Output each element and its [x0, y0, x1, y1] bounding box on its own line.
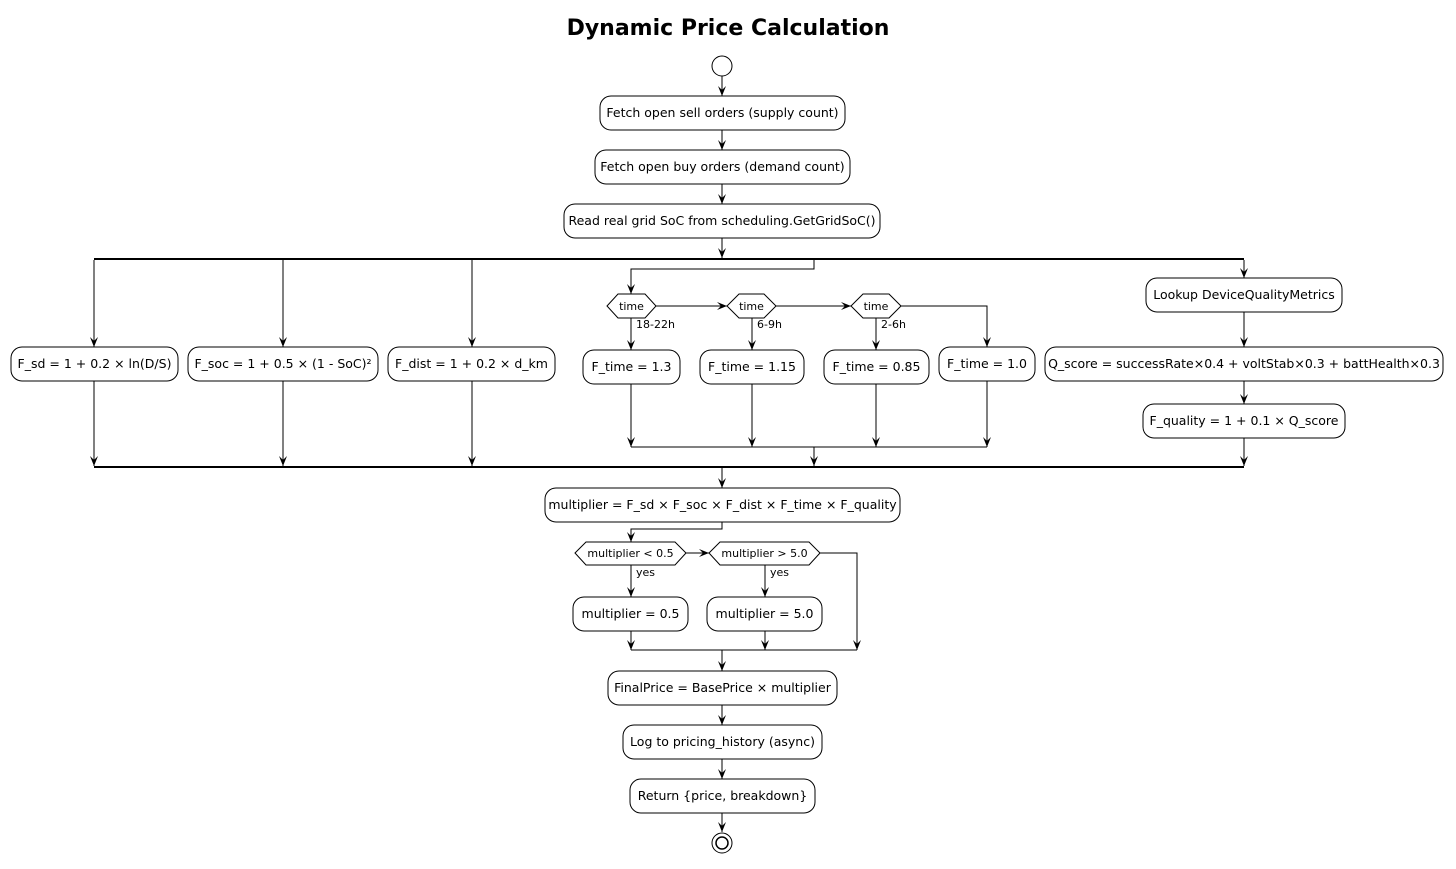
action-f-time-4: F_time = 1.0 [938, 346, 1036, 382]
diagram-title: Dynamic Price Calculation [567, 16, 890, 41]
action-f-time-1: F_time = 1.3 [582, 349, 681, 385]
svg-text:Log to pricing_history (async): Log to pricing_history (async) [630, 734, 815, 749]
action-q-score: Q_score = successRate×0.4 + voltStab×0.3… [1044, 346, 1444, 382]
action-fetch-buy: Fetch open buy orders (demand count) [594, 149, 851, 185]
svg-text:F_time = 0.85: F_time = 0.85 [833, 359, 921, 374]
action-lookup-quality: Lookup DeviceQualityMetrics [1145, 277, 1343, 313]
action-f-time-3: F_time = 0.85 [823, 349, 930, 385]
action-return-result: Return {price, breakdown} [629, 778, 816, 814]
edge-label-time-2: 6-9h [757, 318, 782, 331]
svg-text:time: time [864, 300, 889, 313]
action-log-history: Log to pricing_history (async) [622, 724, 823, 760]
svg-text:time: time [619, 300, 644, 313]
svg-text:F_soc = 1 + 0.5 × (1 - SoC)²: F_soc = 1 + 0.5 × (1 - SoC)² [194, 356, 371, 371]
svg-text:F_dist = 1 + 0.2 × d_km: F_dist = 1 + 0.2 × d_km [395, 356, 548, 371]
svg-text:Q_score = successRate×0.4 + vo: Q_score = successRate×0.4 + voltStab×0.3… [1048, 356, 1440, 371]
edge-label-mult-high-yes: yes [770, 566, 789, 579]
svg-text:FinalPrice = BasePrice × multi: FinalPrice = BasePrice × multiplier [614, 680, 832, 695]
action-f-quality: F_quality = 1 + 0.1 × Q_score [1142, 403, 1346, 439]
svg-text:F_time = 1.15: F_time = 1.15 [708, 359, 796, 374]
svg-text:time: time [739, 300, 764, 313]
action-fetch-sell: Fetch open sell orders (supply count) [599, 95, 846, 131]
action-f-time-2: F_time = 1.15 [699, 349, 805, 385]
edge-label-time-3: 2-6h [881, 318, 906, 331]
action-read-soc: Read real grid SoC from scheduling.GetGr… [563, 203, 881, 239]
svg-text:multiplier = F_sd × F_soc × F_: multiplier = F_sd × F_soc × F_dist × F_t… [548, 497, 897, 512]
svg-text:F_time = 1.0: F_time = 1.0 [947, 356, 1027, 371]
decision-mult-low: multiplier < 0.5 [574, 541, 687, 566]
svg-text:multiplier = 5.0: multiplier = 5.0 [716, 606, 814, 621]
action-multiplier: multiplier = F_sd × F_soc × F_dist × F_t… [544, 487, 901, 523]
arrowheads [90, 86, 1248, 832]
edge-label-mult-low-yes: yes [636, 566, 655, 579]
start-node [711, 55, 733, 77]
decision-time-3: time [850, 293, 902, 319]
svg-text:Lookup DeviceQualityMetrics: Lookup DeviceQualityMetrics [1153, 287, 1335, 302]
action-f-sd: F_sd = 1 + 0.2 × ln(D/S) [10, 346, 179, 382]
action-f-soc: F_soc = 1 + 0.5 × (1 - SoC)² [187, 346, 379, 382]
svg-text:multiplier < 0.5: multiplier < 0.5 [587, 547, 673, 560]
decision-time-2: time [726, 293, 777, 319]
action-f-dist: F_dist = 1 + 0.2 × d_km [387, 346, 556, 382]
action-final-price: FinalPrice = BasePrice × multiplier [607, 670, 838, 706]
edge-label-time-1: 18-22h [636, 318, 675, 331]
decision-time-1: time [606, 293, 657, 319]
decision-mult-high: multiplier > 5.0 [708, 541, 821, 566]
svg-text:multiplier = 0.5: multiplier = 0.5 [582, 606, 680, 621]
svg-text:multiplier > 5.0: multiplier > 5.0 [721, 547, 807, 560]
svg-text:Fetch open buy orders (demand: Fetch open buy orders (demand count) [600, 159, 844, 174]
action-clamp-low: multiplier = 0.5 [572, 596, 689, 632]
svg-text:Fetch open sell orders (supply: Fetch open sell orders (supply count) [606, 105, 838, 120]
svg-text:Read real grid SoC from schedu: Read real grid SoC from scheduling.GetGr… [568, 213, 875, 228]
svg-text:F_sd = 1 + 0.2 × ln(D/S): F_sd = 1 + 0.2 × ln(D/S) [18, 356, 172, 371]
end-node [711, 832, 733, 854]
action-clamp-high: multiplier = 5.0 [706, 596, 823, 632]
svg-text:Return {price, breakdown}: Return {price, breakdown} [638, 788, 808, 803]
connectors [93, 76, 1245, 832]
svg-text:F_quality = 1 + 0.1 × Q_score: F_quality = 1 + 0.1 × Q_score [1150, 413, 1339, 428]
svg-text:F_time = 1.3: F_time = 1.3 [592, 359, 672, 374]
